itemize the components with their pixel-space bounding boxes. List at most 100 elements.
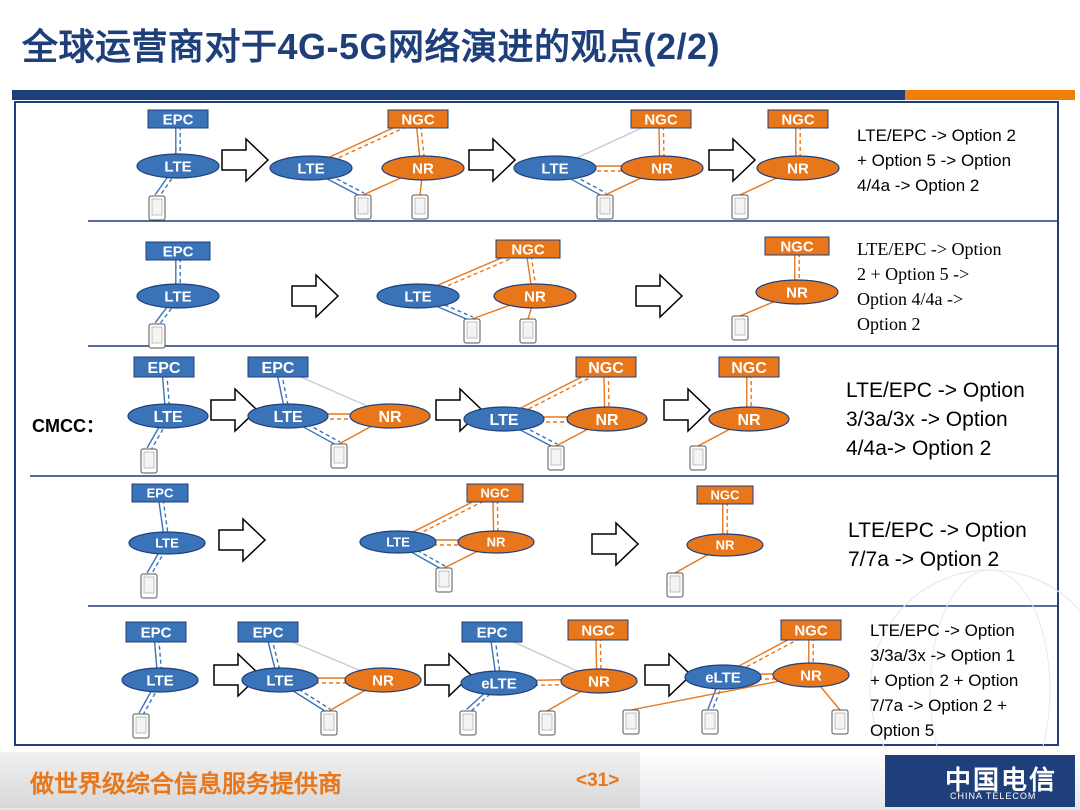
next-step-arrow-icon bbox=[663, 387, 712, 433]
radio-link-dashed bbox=[150, 543, 170, 576]
lte-node bbox=[247, 403, 329, 429]
option-description-line: 7/7a -> Option 2 + bbox=[870, 696, 1007, 715]
nr-node bbox=[708, 406, 790, 432]
lte-node-label: LTE bbox=[404, 288, 431, 305]
epc-box bbox=[147, 109, 209, 129]
lte-node bbox=[359, 530, 437, 554]
next-step-arrow-icon bbox=[468, 137, 517, 183]
option-description-line: LTE/EPC -> Option bbox=[870, 621, 1015, 640]
phone-screen-icon bbox=[462, 713, 474, 731]
phone-screen-icon bbox=[834, 712, 846, 730]
phone-screen-icon bbox=[692, 448, 704, 466]
elte-node-label: eLTE bbox=[481, 675, 517, 692]
next-step-arrow-icon bbox=[635, 273, 684, 319]
nr-node bbox=[686, 533, 764, 557]
nr-node bbox=[566, 406, 648, 432]
radio-link-dashed bbox=[158, 166, 181, 198]
nr-node-label: NR bbox=[737, 412, 761, 429]
next-step-arrow-icon bbox=[221, 137, 270, 183]
phone-screen-icon bbox=[135, 716, 147, 734]
nr-node-label: NR bbox=[800, 667, 822, 684]
lte-node bbox=[136, 153, 220, 179]
nr-node-label: NR bbox=[716, 538, 735, 553]
phone-screen-icon bbox=[333, 446, 345, 464]
nr-node-label: NR bbox=[787, 160, 809, 177]
nr-node-label: NR bbox=[412, 160, 434, 177]
nr-node-label: NR bbox=[651, 160, 673, 177]
option-description-line: 7/7a -> Option 2 bbox=[848, 548, 999, 571]
phone-screen-icon bbox=[143, 451, 155, 469]
option-description-line: + Option 5 -> Option bbox=[857, 151, 1011, 170]
epc-box-label: EPC bbox=[262, 360, 295, 377]
phone-screen-icon bbox=[151, 198, 163, 216]
option-description-line: LTE/EPC -> Option bbox=[846, 379, 1025, 402]
epc-box-label: EPC bbox=[163, 111, 194, 128]
next-step-arrow-icon bbox=[424, 652, 473, 698]
ngc-box bbox=[696, 485, 754, 505]
ngc-box bbox=[495, 239, 561, 259]
epc-box-label: EPC bbox=[148, 360, 181, 377]
phone-screen-icon bbox=[414, 197, 426, 215]
next-step-arrow-icon bbox=[218, 517, 267, 563]
nr-node bbox=[772, 662, 850, 688]
nr-node bbox=[620, 155, 704, 181]
ngc-box-label: NGC bbox=[581, 622, 615, 639]
ngc-box bbox=[575, 356, 637, 378]
option-description-line: Option 5 bbox=[870, 721, 934, 740]
footer-slogan: 做世界级综合信息服务提供商 bbox=[30, 771, 342, 798]
lte-node bbox=[463, 406, 545, 432]
epc-box-label: EPC bbox=[477, 624, 508, 641]
nr-node-label: NR bbox=[524, 288, 546, 305]
option-description-line: Option 2 bbox=[857, 314, 921, 334]
lte-node bbox=[121, 667, 199, 693]
option-description-line: 2 + Option 5 -> bbox=[857, 264, 969, 284]
nr-node-label: NR bbox=[487, 535, 506, 550]
carrier-label: CMCC： bbox=[32, 416, 104, 436]
lte-node bbox=[269, 155, 353, 181]
ngc-box-label: NGC bbox=[481, 486, 511, 501]
epc-box-label: EPC bbox=[163, 243, 194, 260]
nr-node bbox=[349, 403, 431, 429]
lte-node-label: LTE bbox=[155, 536, 179, 551]
phone-screen-icon bbox=[734, 197, 746, 215]
ngc-box-label: NGC bbox=[401, 111, 435, 128]
core-link-dashed bbox=[504, 368, 608, 422]
radio-link-dashed bbox=[158, 296, 181, 326]
phone-screen-icon bbox=[669, 575, 681, 593]
nr-node-label: NR bbox=[378, 409, 402, 426]
china-telecom-logo bbox=[885, 755, 1075, 807]
option-description-line: 4/4a -> Option 2 bbox=[857, 176, 979, 195]
elte-node bbox=[460, 670, 538, 696]
radio-link-dashed bbox=[150, 416, 171, 451]
phone-screen-icon bbox=[438, 570, 450, 588]
option-description-line: Option 4/4a -> bbox=[857, 289, 963, 309]
ngc-box-label: NGC bbox=[711, 488, 741, 503]
option-description-line: LTE/EPC -> Option 2 bbox=[857, 126, 1016, 145]
epc-box-label: EPC bbox=[253, 624, 284, 641]
phone-screen-icon bbox=[522, 321, 534, 339]
lte-node-label: LTE bbox=[541, 160, 568, 177]
phone-screen-icon bbox=[541, 713, 553, 731]
epc-box-label: EPC bbox=[141, 624, 172, 641]
lte-node bbox=[513, 155, 597, 181]
phone-screen-icon bbox=[599, 197, 611, 215]
epc-box bbox=[247, 356, 309, 378]
phone-screen-icon bbox=[323, 713, 335, 731]
ngc-box-label: NGC bbox=[731, 360, 767, 377]
phone-screen-icon bbox=[704, 712, 716, 730]
radio-link-dashed bbox=[711, 677, 726, 712]
lte-node-label: LTE bbox=[273, 409, 302, 426]
globe-watermark-meridian bbox=[929, 569, 1051, 810]
ngc-box-label: NGC bbox=[588, 360, 624, 377]
content-frame bbox=[14, 101, 1059, 746]
lte-node-label: LTE bbox=[164, 288, 191, 305]
epc-box-label: EPC bbox=[147, 486, 174, 501]
epc-box bbox=[461, 621, 523, 643]
nr-node bbox=[756, 155, 840, 181]
ngc-box-label: NGC bbox=[794, 622, 828, 639]
ngc-box bbox=[466, 483, 524, 503]
option-description-line: LTE/EPC -> Option bbox=[848, 519, 1027, 542]
lte-node bbox=[136, 283, 220, 309]
option-description-line: LTE/EPC -> Option bbox=[857, 239, 1002, 259]
